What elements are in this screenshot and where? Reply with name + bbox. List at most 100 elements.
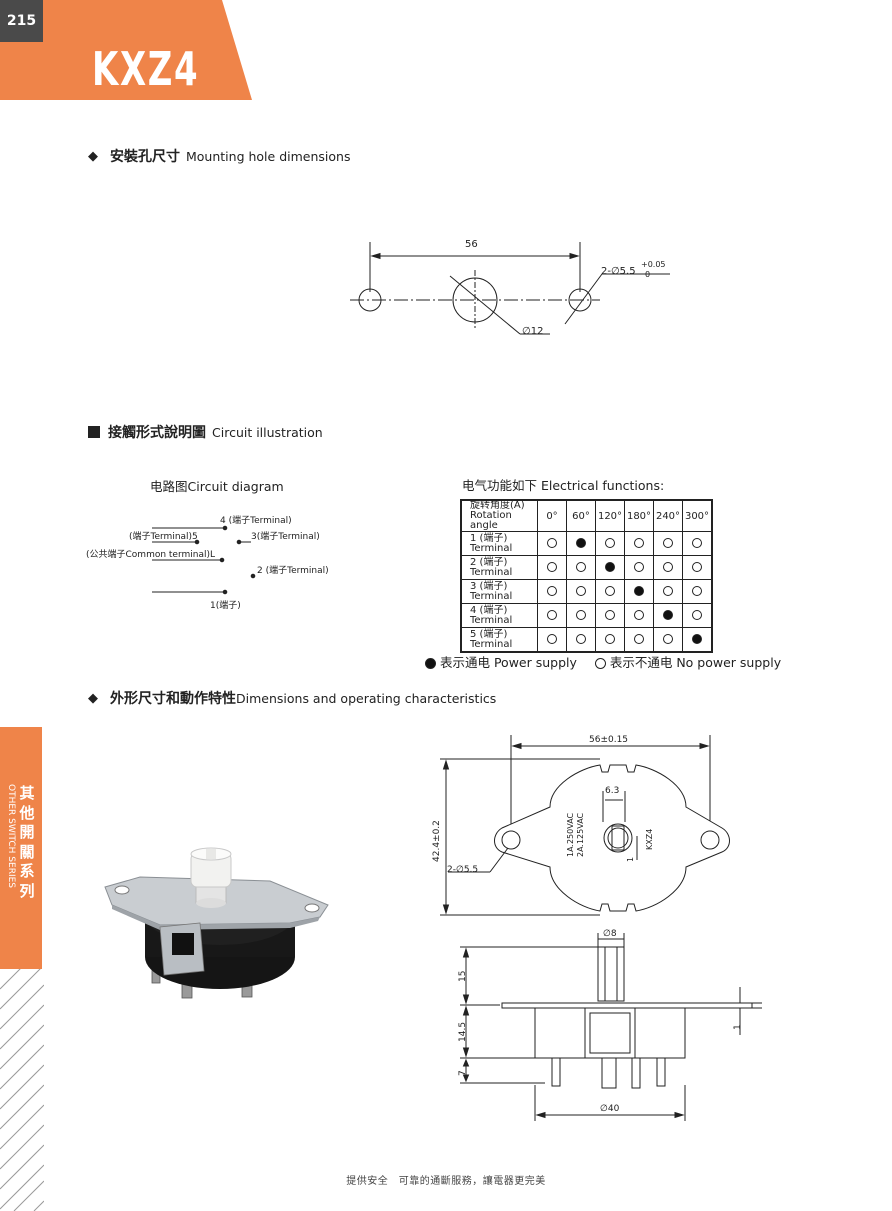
terminal-label: 2 (端子)Terminal xyxy=(460,555,538,580)
terminal-3-label: 3(端子Terminal) xyxy=(251,532,320,542)
empty-circle-icon xyxy=(605,610,615,620)
state-cell xyxy=(682,555,713,580)
state-cell xyxy=(624,627,654,653)
side-view-drawing xyxy=(460,933,762,1121)
angle-header: 60° xyxy=(566,499,596,532)
empty-circle-icon xyxy=(605,538,615,548)
plate-thickness-label: 1 xyxy=(733,1024,743,1030)
mount-hole-label: 2-∅5.5 xyxy=(447,865,479,875)
table-row: 5 (端子)Terminal xyxy=(460,627,713,653)
rating-2-label: 2A.125VAC xyxy=(576,812,585,857)
state-cell xyxy=(566,627,596,653)
empty-circle-icon xyxy=(576,634,586,644)
rotation-angle-zh: 旋转角度(A) xyxy=(470,500,525,511)
angle-header: 240° xyxy=(653,499,683,532)
terminal-label-en: Terminal xyxy=(470,638,513,650)
mounting-hole-tol-lower: 0 xyxy=(645,270,651,279)
empty-circle-icon xyxy=(547,610,557,620)
angle-header: 180° xyxy=(624,499,654,532)
side-h1-label: 15 xyxy=(458,970,468,982)
state-cell xyxy=(653,555,683,580)
square-bullet-icon xyxy=(88,426,100,438)
terminal-label-zh: 1 (端子) xyxy=(470,532,508,544)
sidebar-zh-char: 列 xyxy=(19,881,35,900)
empty-circle-icon xyxy=(576,562,586,572)
state-cell xyxy=(537,531,567,556)
state-cell xyxy=(653,627,683,653)
section-mounting-en: Mounting hole dimensions xyxy=(186,148,351,164)
state-cell xyxy=(595,579,625,604)
base-diameter-label: ∅40 xyxy=(600,1104,620,1114)
terminal-label: 1 (端子)Terminal xyxy=(460,531,538,556)
terminal-label-en: Terminal xyxy=(470,542,513,554)
empty-circle-icon xyxy=(663,562,673,572)
state-cell xyxy=(682,627,713,653)
top-height-label: 42.4±0.2 xyxy=(432,820,442,862)
table-row: 4 (端子)Terminal xyxy=(460,603,713,628)
section-circuit-en: Circuit illustration xyxy=(212,424,323,440)
empty-circle-icon xyxy=(663,538,673,548)
terminal-label-zh: 5 (端子) xyxy=(470,628,508,640)
state-cell xyxy=(537,555,567,580)
section-mounting-title: ◆ 安裝孔尺寸 Mounting hole dimensions xyxy=(88,146,350,166)
mounting-width-label: 56 xyxy=(465,239,478,250)
shaft-width-label: 6.3 xyxy=(605,786,620,796)
top-width-label: 56±0.15 xyxy=(589,735,629,745)
section-dimensions-zh: 外形尺寸和動作特性 xyxy=(110,691,236,707)
filled-circle-icon xyxy=(605,562,615,572)
side-h2-label: 14.5 xyxy=(458,1021,468,1042)
state-cell xyxy=(624,579,654,604)
rotation-angle-header: 旋转角度(A) Rotation angle xyxy=(460,499,538,532)
circuit-diagram xyxy=(152,525,256,595)
state-cell xyxy=(566,603,596,628)
mounting-hole-drawing xyxy=(350,242,670,335)
shaft-diameter-label: ∅8 xyxy=(603,929,617,939)
sidebar-zh-char: 開 xyxy=(19,823,35,841)
state-cell xyxy=(653,531,683,556)
empty-circle-icon xyxy=(547,562,557,572)
model-marking-label: KXZ4 xyxy=(645,828,654,850)
terminal-label: 3 (端子)Terminal xyxy=(460,579,538,604)
electrical-functions-title: 电气功能如下 Electrical functions: xyxy=(462,478,665,493)
terminal-4-label: 4 (端子Terminal) xyxy=(220,516,292,526)
circuit-diagram-title: 电路图Circuit diagram xyxy=(150,479,284,494)
table-row: 3 (端子)Terminal xyxy=(460,579,713,604)
terminal-5-label: (端子Terminal)5 xyxy=(129,532,198,542)
empty-circle-icon xyxy=(634,610,644,620)
legend: 表示通电 Power supply 表示不通电 No power supply xyxy=(425,652,781,671)
angle-header: 120° xyxy=(595,499,625,532)
product-photo xyxy=(100,845,335,1005)
header-band xyxy=(0,0,252,100)
diamond-bullet-icon: ◆ xyxy=(88,690,98,706)
empty-circle-icon xyxy=(663,634,673,644)
state-cell xyxy=(682,531,713,556)
empty-circle-icon xyxy=(576,610,586,620)
terminal-2-label: 2 (端子Terminal) xyxy=(257,566,329,576)
empty-circle-icon xyxy=(692,538,702,548)
filled-circle-icon xyxy=(663,610,673,620)
terminal-label-en: Terminal xyxy=(470,614,513,626)
section-circuit-title: 接觸形式說明圖 Circuit illustration xyxy=(88,422,323,442)
state-cell xyxy=(653,579,683,604)
section-circuit-zh: 接觸形式說明圖 xyxy=(108,425,206,441)
side-h3-label: 7 xyxy=(458,1070,468,1076)
empty-circle-icon xyxy=(692,562,702,572)
filled-circle-icon xyxy=(692,634,702,644)
sidebar-en-title: OTHER SWITCH SERIES xyxy=(6,784,16,888)
model-title: KXZ4 xyxy=(92,42,200,96)
state-cell xyxy=(624,531,654,556)
empty-circle-icon xyxy=(576,586,586,596)
sidebar-zh-char: 其 xyxy=(19,784,35,802)
mounting-hole-label: 2-∅5.5 xyxy=(601,266,636,277)
rotation-angle-en: Rotation angle xyxy=(470,510,512,531)
sidebar-band xyxy=(0,727,42,969)
angle-header: 300° xyxy=(682,499,713,532)
flat-label: 1 xyxy=(626,856,635,862)
terminal-label-zh: 2 (端子) xyxy=(470,556,508,568)
table-row: 1 (端子)Terminal xyxy=(460,531,713,556)
state-cell xyxy=(537,579,567,604)
state-cell xyxy=(682,603,713,628)
state-cell xyxy=(624,603,654,628)
empty-circle-icon xyxy=(663,586,673,596)
rating-1-label: 1A.250VAC xyxy=(566,812,575,857)
